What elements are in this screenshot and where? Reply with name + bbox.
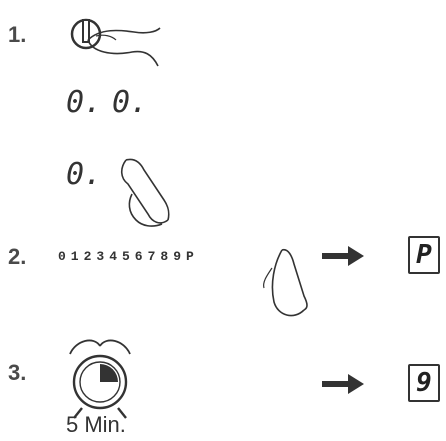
step-3-number: 3.	[8, 360, 27, 385]
arrow-right-icon	[322, 246, 364, 266]
display-row1-left: 0.	[66, 85, 103, 120]
power-button-icon	[70, 18, 102, 50]
result-display-p: P	[408, 236, 440, 274]
finger-press-icon	[263, 248, 308, 317]
value-sequence: 0123456789P	[58, 249, 199, 264]
display-row1-right: 0.	[112, 85, 149, 120]
alarm-clock-icon	[69, 339, 131, 419]
result-display-9: 9	[408, 364, 440, 402]
display-row2-left: 0.	[66, 157, 103, 192]
timer-label: 5 Min.	[66, 412, 126, 437]
finger-press-icon	[120, 158, 170, 227]
finger-press-icon	[87, 27, 161, 67]
step-2-number: 2.	[8, 244, 27, 269]
step-1-number: 1.	[8, 22, 27, 47]
arrow-right-icon	[322, 374, 364, 394]
